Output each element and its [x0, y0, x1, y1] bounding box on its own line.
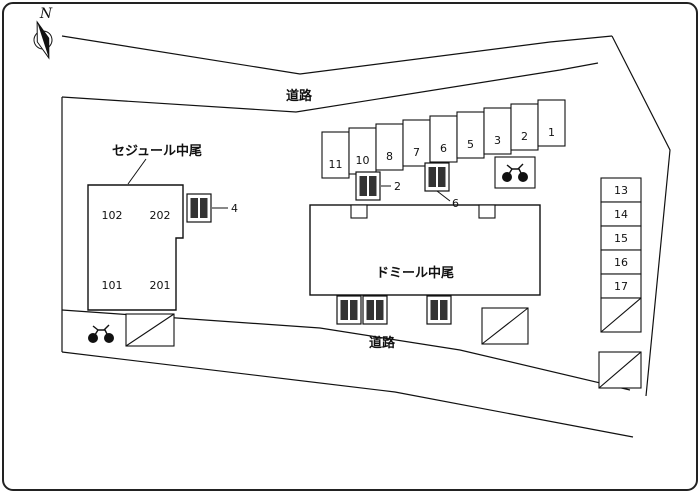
utility-panel-boxes: 2 6	[336, 162, 459, 325]
entrance-tab-left	[350, 204, 368, 219]
bicycle-parking-top-right	[494, 156, 536, 189]
building-sejour-name: セジュール中尾	[112, 143, 202, 159]
compass-n-label: N	[39, 6, 53, 22]
site-boundary-lines	[61, 35, 671, 438]
stall-2-box	[510, 103, 539, 151]
stall-11-label: 11	[329, 158, 343, 171]
parking-column-right-labels: 13 14 15 16 17	[614, 184, 628, 293]
stall-14-box	[600, 201, 642, 227]
stall-10-label: 10	[356, 154, 370, 167]
building-domir-nakao: ドミール中尾	[309, 204, 541, 296]
bottom-road-lower-line	[61, 351, 634, 438]
compass: N	[33, 6, 53, 60]
stall-16-label: 16	[614, 256, 628, 269]
stall-7-box	[402, 119, 431, 167]
bicycle-parking-bottom-left	[87, 324, 115, 344]
stall-13-label: 13	[614, 184, 628, 197]
callout-6-leader-line	[436, 190, 451, 202]
unit-102-label: 102	[102, 209, 123, 222]
bicycle-icon	[87, 324, 115, 344]
hatched-boxes	[125, 297, 642, 389]
hatched-box-left	[125, 313, 175, 347]
panel-box-2-icon	[355, 171, 381, 201]
stall-3-box	[483, 107, 512, 155]
panel-box-6-icon	[424, 162, 450, 192]
stall-8-box	[375, 123, 404, 171]
stall-10-box	[348, 127, 377, 175]
building-sejour-leader-line	[127, 158, 147, 185]
stall-5-box	[456, 111, 485, 159]
stall-7-label: 7	[413, 146, 420, 159]
road-label-top: 道路	[286, 88, 313, 104]
top-road-lower-line	[61, 62, 599, 113]
stall-5-label: 5	[467, 138, 474, 151]
road-label-bottom: 道路	[369, 335, 396, 351]
callout-4-label: 4	[231, 202, 238, 215]
stall-8-label: 8	[386, 150, 393, 163]
stall-11-box	[321, 131, 350, 179]
building-sejour-outline	[87, 184, 184, 311]
panel-box-south-2-icon	[362, 295, 388, 325]
stall-17-label: 17	[614, 280, 628, 293]
parking-row-top	[321, 99, 566, 179]
bottom-road-upper-line	[61, 309, 631, 391]
stall-14-label: 14	[614, 208, 628, 221]
stall-1-box	[537, 99, 566, 147]
unit-101-label: 101	[102, 279, 123, 292]
hatched-box-right-lower	[598, 351, 642, 389]
entrance-tab-right	[478, 204, 496, 219]
stall-6-label: 6	[440, 142, 447, 155]
parking-column-right	[600, 177, 642, 299]
compass-star-icon	[33, 20, 53, 60]
hatched-box-right-upper	[600, 297, 642, 333]
stall-6-box	[429, 115, 458, 163]
hatched-box-center	[481, 307, 529, 345]
lift-box-icon	[186, 193, 212, 223]
right-boundary-line	[611, 35, 671, 397]
building-domir-name: ドミール中尾	[376, 265, 454, 281]
top-road-upper-line	[61, 35, 613, 75]
unit-202-label: 202	[150, 209, 171, 222]
building-sejour-nakao: セジュール中尾 102 202 101 201 4	[87, 143, 238, 311]
building-domir-outline	[309, 204, 541, 296]
panel-box-south-3-icon	[426, 295, 452, 325]
parking-row-top-labels: 11 10 8 7 6 5 3 2 1	[329, 126, 556, 171]
unit-201-label: 201	[150, 279, 171, 292]
stall-1-label: 1	[548, 126, 555, 139]
stall-3-label: 3	[494, 134, 501, 147]
callout-6-label: 6	[452, 197, 459, 210]
panel-box-south-1-icon	[336, 295, 362, 325]
stall-15-box	[600, 225, 642, 251]
stall-2-label: 2	[521, 130, 528, 143]
stall-15-label: 15	[614, 232, 628, 245]
stall-17-box	[600, 273, 642, 299]
callout-2-label: 2	[394, 180, 401, 193]
